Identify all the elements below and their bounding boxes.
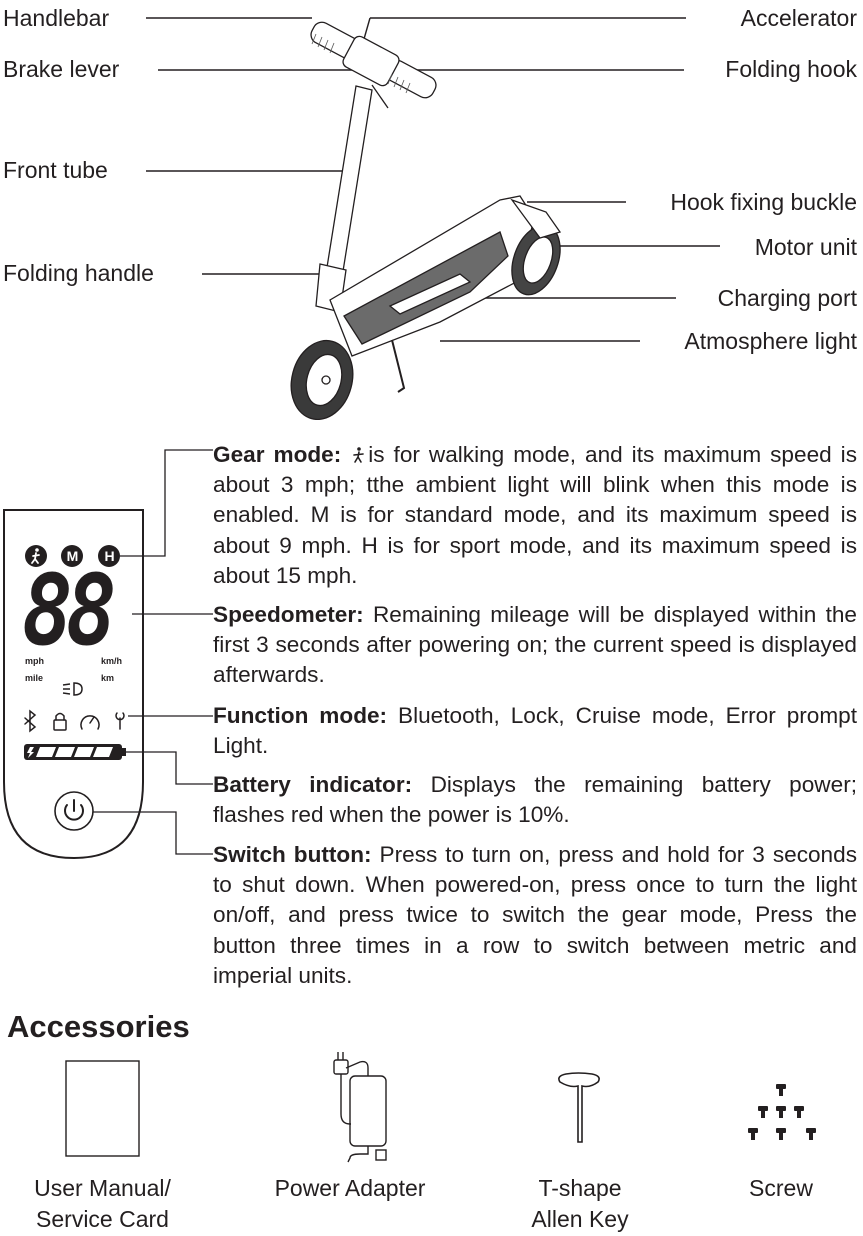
label-motor-unit: Motor unit (754, 234, 857, 260)
label-atmosphere-light: Atmosphere light (684, 328, 857, 354)
accessory-label-line1: Screw (749, 1175, 813, 1201)
desc-switch-button: Switch button: Press to turn on, press a… (213, 840, 857, 991)
scooter-diagram (0, 0, 863, 420)
display-panel (0, 430, 213, 870)
adapter-icon (333, 1052, 387, 1163)
accessory-label-line1: Power Adapter (274, 1175, 426, 1201)
desc-body: Bluetooth, Lock, Cruise mode, Error prom… (213, 703, 858, 759)
label-hook-fixing-buckle: Hook fixing buckle (670, 189, 857, 215)
desc-title: Gear mode: (213, 442, 342, 467)
desc-body: Remaining mileage will be displayed with… (213, 602, 857, 688)
walking-icon (350, 442, 368, 463)
accessory-allen-key: T-shape Allen Key (480, 1173, 680, 1235)
label-handlebar: Handlebar (3, 5, 110, 31)
desc-title: Speedometer: (213, 602, 364, 627)
desc-body: is for walking mode, and its maximum spe… (213, 442, 857, 588)
accessory-screw: Screw (700, 1173, 862, 1204)
accessories-title: Accessories (7, 1009, 190, 1044)
accessories-illustrations (0, 1050, 863, 1170)
desc-title: Function mode: (213, 703, 388, 728)
unit-mile: mile (25, 673, 44, 683)
screws-icon (748, 1084, 816, 1140)
accessory-label-line1: User Manual/ (34, 1175, 171, 1201)
accessory-label-line2: Service Card (36, 1206, 169, 1232)
accessory-manual: User Manual/ Service Card (0, 1173, 205, 1235)
desc-speedometer: Speedometer: Remaining mileage will be d… (213, 600, 857, 691)
display-panel-drawing (3, 449, 213, 860)
desc-title: Switch button: (213, 842, 372, 867)
unit-km: km (101, 673, 115, 683)
desc-title: Battery indicator: (213, 772, 413, 797)
desc-battery-indicator: Battery indicator: Displays the remainin… (213, 770, 857, 830)
desc-function-mode: Function mode: Bluetooth, Lock, Cruise m… (213, 701, 857, 761)
label-front-tube: Front tube (3, 157, 108, 183)
gear-icon-m-label: M (66, 548, 79, 564)
label-accelerator: Accelerator (740, 5, 857, 31)
scooter-illustration (146, 17, 720, 420)
accessory-power-adapter: Power Adapter (250, 1173, 450, 1204)
accessory-label-line2: Allen Key (531, 1206, 629, 1232)
manual-icon (65, 1060, 140, 1157)
desc-body: Press to turn on, press and hold for 3 s… (213, 842, 857, 988)
label-folding-handle: Folding handle (3, 260, 154, 286)
desc-body: Displays the remaining battery power; fl… (213, 772, 857, 828)
unit-kmh: km/h (101, 656, 123, 666)
label-brake-lever: Brake lever (3, 56, 120, 82)
allen-key-icon (558, 1072, 600, 1143)
unit-mph: mph (25, 656, 44, 666)
desc-gear-mode: Gear mode: is for walking mode, and its … (213, 440, 857, 591)
label-folding-hook: Folding hook (725, 56, 857, 82)
label-charging-port: Charging port (717, 285, 857, 311)
gear-icon-h-label: H (104, 548, 115, 564)
accessory-label-line1: T-shape (538, 1175, 622, 1201)
speed-digits: 88 (22, 554, 117, 668)
accessories-drawing (65, 1052, 816, 1163)
